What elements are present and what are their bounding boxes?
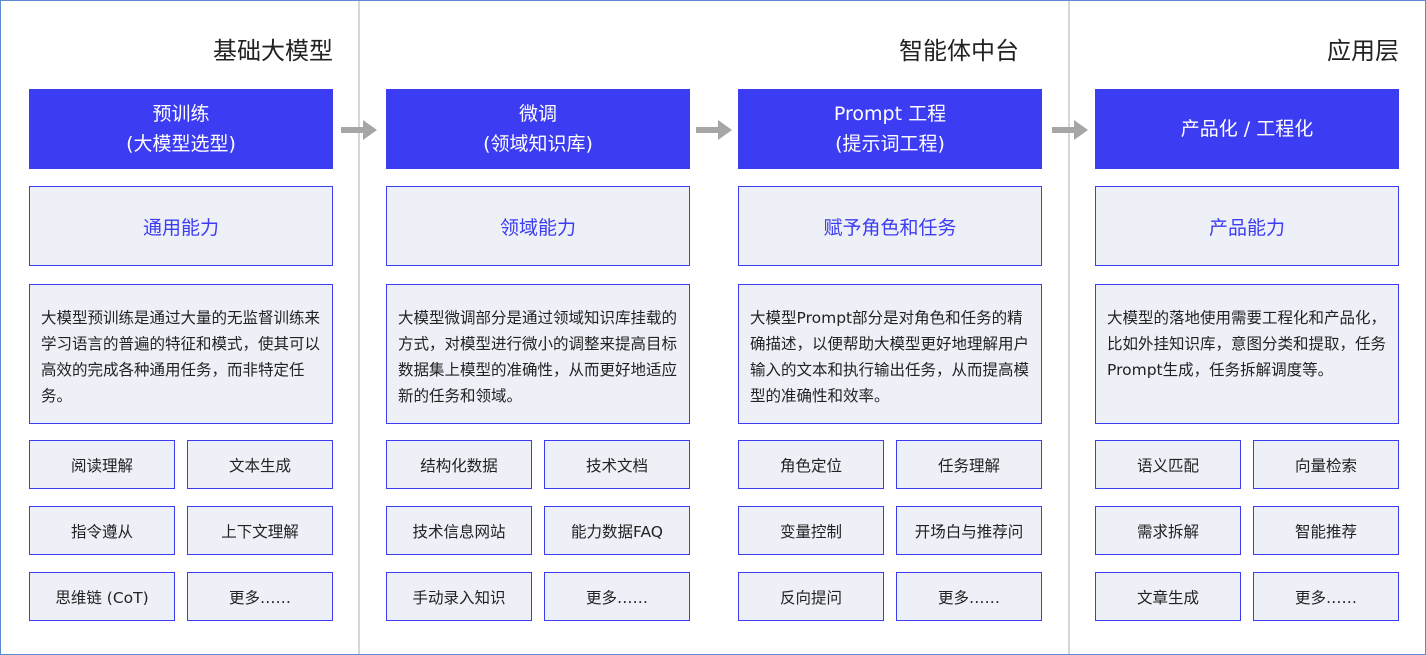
stage-title: 微调 — [518, 103, 557, 125]
capability-tag: 上下文理解 — [187, 506, 333, 555]
stage-header: Prompt 工程 (提示词工程) — [738, 89, 1042, 169]
ability-label: 产品能力 — [1208, 216, 1285, 239]
stage-subtitle: (提示词工程) — [835, 133, 945, 155]
capability-tag: 更多…… — [544, 572, 690, 621]
description-text: 大模型Prompt部分是对角色和任务的精确描述，以便帮助大模型更好地理解用户输入… — [750, 309, 1030, 405]
ability-box: 赋予角色和任务 — [738, 186, 1042, 266]
description-box: 大模型微调部分是通过领域知识库挂载的方式，对模型进行微小的调整来提高目标数据集上… — [386, 284, 690, 424]
description-box: 大模型Prompt部分是对角色和任务的精确描述，以便帮助大模型更好地理解用户输入… — [738, 284, 1042, 424]
capability-tag: 阅读理解 — [29, 440, 175, 489]
arrow-right-icon — [341, 120, 377, 140]
capability-tag: 手动录入知识 — [386, 572, 532, 621]
ability-box: 产品能力 — [1095, 186, 1399, 266]
ability-label: 领域能力 — [499, 216, 576, 239]
column-finetuning: 微调 (领域知识库) 领域能力 大模型微调部分是通过领域知识库挂载的方式，对模型… — [386, 1, 690, 654]
capability-tag: 更多…… — [1253, 572, 1399, 621]
capability-tag: 反向提问 — [738, 572, 884, 621]
arrow-right-icon — [1052, 120, 1088, 140]
capability-tag: 能力数据FAQ — [544, 506, 690, 555]
column-prompt-engineering: Prompt 工程 (提示词工程) 赋予角色和任务 大模型Prompt部分是对角… — [738, 1, 1042, 654]
ability-box: 通用能力 — [29, 186, 333, 266]
capability-tag: 向量检索 — [1253, 440, 1399, 489]
capability-tag: 任务理解 — [896, 440, 1042, 489]
stage-header: 预训练 (大模型选型) — [29, 89, 333, 169]
ability-label: 赋予角色和任务 — [823, 216, 957, 239]
stage-title: 产品化 / 工程化 — [1180, 118, 1314, 140]
stage-subtitle: (领域知识库) — [483, 133, 593, 155]
capability-tag: 智能推荐 — [1253, 506, 1399, 555]
capability-tag: 技术信息网站 — [386, 506, 532, 555]
stage-title: Prompt 工程 — [833, 103, 947, 125]
capability-tag: 更多…… — [187, 572, 333, 621]
ability-box: 领域能力 — [386, 186, 690, 266]
description-text: 大模型的落地使用需要工程化和产品化，比如外挂知识库，意图分类和提取，任务Prom… — [1107, 309, 1387, 379]
description-box: 大模型预训练是通过大量的无监督训练来学习语言的普遍的特征和模式，使其可以高效的完… — [29, 284, 333, 424]
capability-tag: 语义匹配 — [1095, 440, 1241, 489]
section-title-foundation: 基础大模型 — [213, 37, 333, 65]
stage-header: 微调 (领域知识库) — [386, 89, 690, 169]
column-pretraining: 预训练 (大模型选型) 通用能力 大模型预训练是通过大量的无监督训练来学习语言的… — [29, 1, 333, 654]
description-box: 大模型的落地使用需要工程化和产品化，比如外挂知识库，意图分类和提取，任务Prom… — [1095, 284, 1399, 424]
column-productization: 产品化 / 工程化 产品能力 大模型的落地使用需要工程化和产品化，比如外挂知识库… — [1095, 1, 1399, 654]
stage-header: 产品化 / 工程化 — [1095, 89, 1399, 169]
capability-tag: 角色定位 — [738, 440, 884, 489]
capability-tag: 变量控制 — [738, 506, 884, 555]
section-divider — [358, 1, 360, 654]
capability-tag: 开场白与推荐问 — [896, 506, 1042, 555]
stage-subtitle: (大模型选型) — [126, 133, 236, 155]
capability-tag: 指令遵从 — [29, 506, 175, 555]
arrow-right-icon — [696, 120, 732, 140]
section-title-agent-platform: 智能体中台 — [899, 37, 1019, 65]
stage-title: 预训练 — [152, 103, 210, 125]
capability-tag: 结构化数据 — [386, 440, 532, 489]
description-text: 大模型预训练是通过大量的无监督训练来学习语言的普遍的特征和模式，使其可以高效的完… — [41, 309, 321, 405]
ability-label: 通用能力 — [142, 216, 219, 239]
capability-tag: 技术文档 — [544, 440, 690, 489]
capability-tag: 更多…… — [896, 572, 1042, 621]
section-divider — [1068, 1, 1070, 654]
description-text: 大模型微调部分是通过领域知识库挂载的方式，对模型进行微小的调整来提高目标数据集上… — [398, 309, 678, 405]
capability-tag: 文本生成 — [187, 440, 333, 489]
capability-tag: 需求拆解 — [1095, 506, 1241, 555]
capability-tag: 文章生成 — [1095, 572, 1241, 621]
section-title-application: 应用层 — [1327, 37, 1399, 65]
capability-tag: 思维链 (CoT) — [29, 572, 175, 621]
